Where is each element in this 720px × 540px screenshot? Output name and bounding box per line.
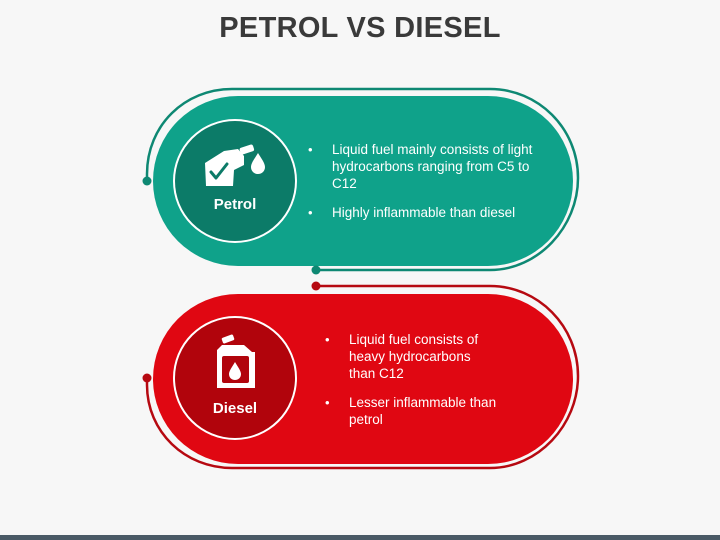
petrol-bullet-1: Liquid fuel mainly consists of light hyd… (307, 141, 557, 192)
petrol-connector-dot-left (142, 176, 152, 186)
petrol-icon-circle (175, 121, 295, 241)
diesel-bullet-list: Liquid fuel consists of heavy hydrocarbo… (324, 331, 499, 440)
petrol-outline-connector (145, 87, 580, 272)
petrol-bullet-list: Liquid fuel mainly consists of light hyd… (307, 141, 557, 233)
petrol-label: Petrol (213, 196, 257, 213)
diesel-outline-connector (145, 284, 580, 470)
bottom-accent-bar (0, 535, 720, 540)
petrol-connector-dot-bottom (311, 265, 321, 275)
diesel-bullet-1: Liquid fuel consists of heavy hydrocarbo… (324, 331, 499, 382)
slide-title: PETROL VS DIESEL (219, 12, 501, 44)
diesel-connector-dot-left (142, 373, 152, 383)
fuel-jerrycan-icon (217, 334, 255, 388)
diesel-label: Diesel (212, 400, 258, 417)
petrol-bullet-2: Highly inflammable than diesel (307, 204, 557, 221)
diesel-connector-dot-top (311, 281, 321, 291)
diesel-bullet-2: Lesser inflammable than petrol (324, 394, 499, 428)
fuel-nozzle-icon (205, 144, 265, 186)
